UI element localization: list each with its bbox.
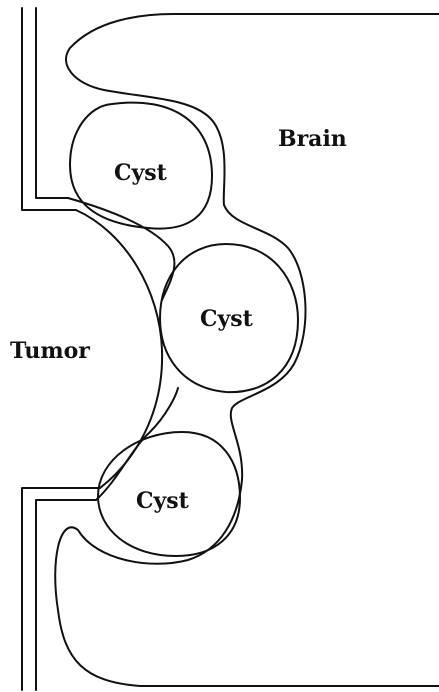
label-cyst-bottom: Cyst	[136, 488, 190, 514]
label-cyst-top: Cyst	[114, 160, 168, 186]
lower-left-wall	[22, 488, 100, 690]
label-tumor: Tumor	[10, 338, 90, 364]
upper-left-wall-inner	[36, 8, 68, 198]
interface-line-bottom	[96, 388, 178, 500]
upper-left-wall	[22, 8, 76, 210]
label-brain: Brain	[278, 126, 347, 152]
label-cyst-middle: Cyst	[200, 306, 254, 332]
brain-surface-outer	[55, 14, 439, 686]
